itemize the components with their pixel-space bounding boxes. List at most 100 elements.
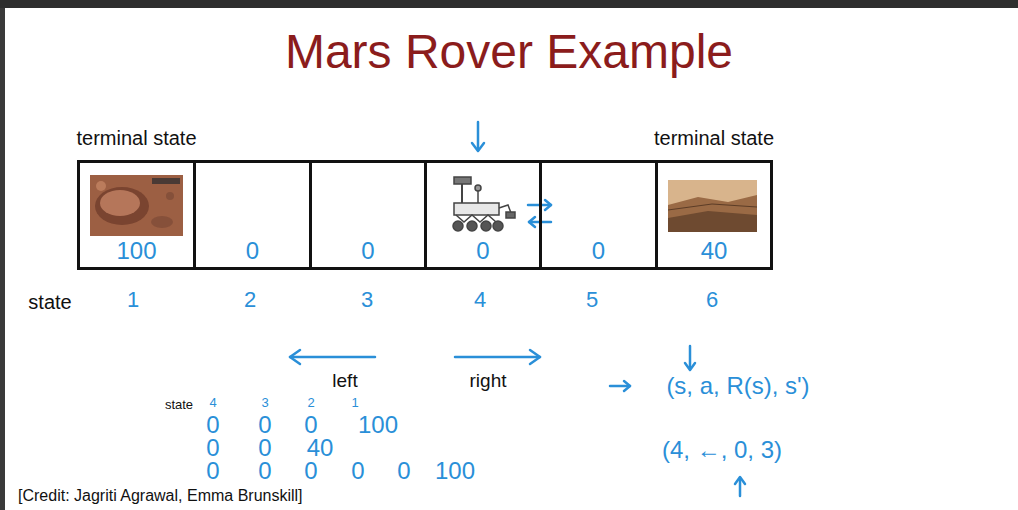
arrow-head (472, 143, 484, 151)
arrow-head (290, 350, 300, 364)
text-holder: 5 (586, 287, 598, 312)
reward-value: 40 (701, 237, 728, 265)
text-holder: (4, ←, 0, 3) (662, 436, 782, 464)
text-holder: 6 (706, 287, 718, 312)
state-number: 2 (244, 287, 256, 312)
text-holder: 1 (127, 287, 139, 312)
text-holder: state (28, 291, 71, 314)
side-strip (0, 8, 5, 510)
rover-antenna (477, 190, 479, 203)
rock-layer (668, 211, 757, 232)
transition-tuple: (4, ←, 0, 3) (662, 436, 782, 464)
state-number: 6 (706, 287, 718, 312)
rover-figure (453, 177, 515, 231)
arrow-head (735, 477, 745, 484)
crater-rim (95, 187, 149, 225)
text-holder: 0 (258, 457, 271, 485)
text-holder: 4 (474, 287, 486, 312)
state-number: 5 (586, 287, 598, 312)
reward-value: 0 (592, 237, 605, 265)
pointer-arrow (477, 122, 480, 150)
text-holder: 3 (361, 287, 373, 312)
text-holder: 2 (244, 287, 256, 312)
reward-value: 0 (361, 237, 374, 265)
arrow-head (624, 381, 630, 391)
credit-caption: [Credit: Jagriti Agrawal, Emma Brunskill… (18, 487, 303, 505)
row-header: state (28, 291, 71, 314)
text-holder: 0 (206, 457, 219, 485)
rover-antenna (475, 185, 481, 191)
crater-floor (100, 190, 140, 216)
text-holder: 100 (435, 457, 475, 485)
text-holder: 100 (358, 411, 398, 439)
text-holder: 0 (397, 457, 410, 485)
terminal-label: terminal state (624, 127, 804, 150)
pointer-arrow (689, 346, 692, 369)
text-holder: [Credit: Jagriti Agrawal, Emma Brunskill… (18, 487, 303, 505)
return-value: 100 (358, 411, 398, 439)
state-cell: 0 (424, 160, 542, 270)
text-holder: 0 (304, 457, 317, 485)
state-index: 4 (209, 396, 216, 411)
text-holder: (s, a, R(s), s') (666, 372, 809, 400)
left-arrow (290, 356, 375, 359)
action-label: left (332, 370, 357, 392)
state-number: 4 (474, 287, 486, 312)
transition-tuple: (s, a, R(s), s') (666, 372, 809, 400)
state-cell: 0 (193, 160, 312, 270)
text-holder: 1 (351, 396, 358, 411)
state-index: 1 (351, 396, 358, 411)
photo-sky (668, 180, 757, 232)
right-arrow (455, 356, 540, 359)
state-cell: terminal state40 (655, 160, 773, 270)
rover-camera (454, 177, 471, 184)
reward-value: 100 (116, 237, 156, 265)
state-cell: 0 (539, 160, 658, 270)
rover-wheel (493, 221, 503, 231)
text-holder: left (332, 370, 357, 392)
rover-wheel (453, 221, 463, 231)
rover-tool (506, 212, 515, 218)
rover-body (454, 203, 499, 215)
return-value: 0 (397, 457, 410, 485)
reward-value: 0 (476, 237, 489, 265)
rock-band (668, 204, 757, 210)
text-holder: right (470, 370, 507, 392)
arrow-head (545, 200, 551, 210)
arrow-head (530, 350, 540, 364)
text-holder: Mars Rover Example (285, 24, 733, 79)
rock-layer (668, 195, 757, 232)
table-header: state (165, 398, 193, 413)
return-value: 0 (258, 457, 271, 485)
state-cell: terminal state100 (77, 160, 196, 270)
window-bar (0, 0, 1018, 8)
small-crater (151, 216, 173, 228)
arrow-head (685, 363, 695, 370)
rover-suspension (456, 215, 496, 222)
landscape-photo (668, 180, 757, 232)
terminal-label: terminal state (47, 127, 227, 150)
pointer-arrow (739, 478, 742, 496)
rover-mast (461, 183, 463, 203)
return-value: 0 (206, 457, 219, 485)
crater-photo (90, 175, 183, 236)
text-holder: 3 (261, 396, 268, 411)
state-number: 3 (361, 287, 373, 312)
text-holder: 4 (209, 396, 216, 411)
action-label: right (470, 370, 507, 392)
slide-title: Mars Rover Example (285, 24, 733, 79)
return-value: 0 (351, 457, 364, 485)
rover-wheel (467, 221, 477, 231)
return-value: 100 (435, 457, 475, 485)
text-holder: 2 (307, 396, 314, 411)
return-value: 0 (304, 457, 317, 485)
photo-ground (90, 175, 183, 236)
small-crater (166, 192, 174, 200)
text-holder: state (165, 398, 193, 413)
photo-tag (152, 178, 180, 184)
state-cell: 0 (309, 160, 427, 270)
state-index: 3 (261, 396, 268, 411)
arrow-head (529, 217, 535, 227)
reward-value: 0 (246, 237, 259, 265)
